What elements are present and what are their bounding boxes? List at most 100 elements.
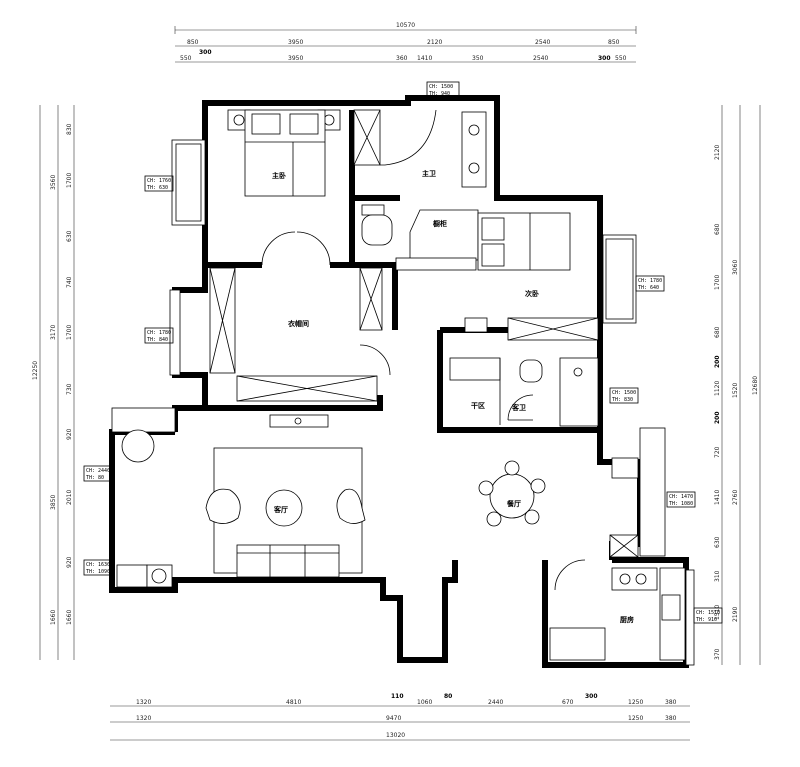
bottom-dim-2: 4810 (286, 699, 301, 706)
left-dim2-2: 1700 (66, 173, 73, 188)
right-dim-12: 1510 (714, 605, 721, 620)
right-dim2-4: 2190 (732, 607, 739, 622)
top-dim-2: 3950 (288, 39, 303, 46)
right-dim-13: 370 (714, 648, 721, 660)
top-dim2-3: 360 (396, 55, 408, 62)
window-tag-second-ch: CH: 1780 (638, 278, 662, 284)
window-tag-kitchen-th: TH: 910 (696, 617, 717, 623)
left-dim-b: 3170 (50, 325, 57, 340)
right-dim2-1: 3060 (732, 260, 739, 275)
window-tag-living2-th: TH: 1090 (86, 569, 110, 575)
room-labels: 主卧 主卫 橱柜 次卧 衣帽间 干区 客卫 客厅 餐厅 厨房 (272, 169, 634, 624)
window-tag-guestbath-th: TH: 830 (612, 397, 633, 403)
walk-in-closet (209, 267, 391, 402)
bottom-dim-9: 1250 (628, 699, 643, 706)
right-dimensions: 2120 680 1700 680 200 1120 200 720 1410 … (714, 105, 761, 665)
window-tag-living-ch: CH: 2440 (86, 468, 110, 474)
left-dim2-4: 740 (66, 276, 73, 288)
top-dimensions: 10570 850 3950 2120 2540 850 300 550 395… (174, 22, 637, 63)
dining-room (478, 457, 639, 558)
bottom-dim-6: 2440 (488, 699, 503, 706)
right-dim-1: 2120 (714, 145, 721, 160)
window-tag-top-ch: CH: 1500 (429, 84, 453, 90)
bottom-total: 13020 (386, 732, 405, 739)
left-dim2-1: 830 (66, 123, 73, 135)
top-dim2-4: 1410 (417, 55, 432, 62)
master-bath (353, 109, 487, 261)
label-living-room: 客厅 (273, 505, 288, 514)
bottom-dim-7: 670 (562, 699, 574, 706)
guest-bath (449, 357, 599, 427)
right-total: 12680 (752, 376, 759, 395)
right-dim-3: 1700 (714, 275, 721, 290)
left-dim2-5: 1700 (66, 325, 73, 340)
top-dim2-1: 550 (180, 55, 192, 62)
right-dim2-3: 2760 (732, 490, 739, 505)
window-tag-dining-th: TH: 1080 (669, 501, 693, 507)
label-closet-cabinet: 橱柜 (433, 219, 447, 228)
left-dim-a: 3560 (50, 175, 57, 190)
left-dim2-10: 1660 (66, 610, 73, 625)
label-master-bedroom: 主卧 (272, 171, 286, 180)
top-dim2-6: 2540 (533, 55, 548, 62)
window-tag-dining-ch: CH: 1470 (669, 494, 693, 500)
top-dim2-8: 550 (615, 55, 627, 62)
window-tag-master-th: TH: 630 (147, 185, 168, 191)
window-tag-closet-ch: CH: 1780 (147, 330, 171, 336)
left-dim2-9: 920 (66, 556, 73, 568)
top-dim-5: 850 (608, 39, 620, 46)
bottom-dim2-2: 9470 (386, 715, 401, 722)
window-tag-second-th: TH: 640 (638, 285, 659, 291)
label-walk-in-closet: 衣帽间 (288, 319, 309, 328)
left-dim-c: 3850 (50, 495, 57, 510)
top-dim-1: 850 (187, 39, 199, 46)
bottom-dim-4: 1060 (417, 699, 432, 706)
bottom-dim2-3: 1250 (628, 715, 643, 722)
bottom-dimensions: 1320 4810 110 1060 80 2440 670 300 1250 … (110, 693, 690, 741)
window-tag-living2-ch: CH: 1630 (86, 562, 110, 568)
left-dim2-3: 630 (66, 230, 73, 242)
bottom-dim-8: 300 (585, 693, 598, 700)
bottom-dim-1: 1320 (136, 699, 151, 706)
label-dry-area: 干区 (471, 402, 485, 410)
right-dim-9: 1410 (714, 490, 721, 505)
kitchen (549, 559, 686, 661)
window-tag-kitchen-ch: CH: 1510 (696, 610, 720, 616)
second-bedroom (395, 212, 599, 341)
bottom-dim-3: 110 (391, 693, 404, 700)
left-dim-d: 1660 (50, 610, 57, 625)
top-total: 10570 (396, 22, 415, 29)
window-tag-master-ch: CH: 1760 (147, 178, 171, 184)
label-kitchen: 厨房 (620, 615, 634, 624)
right-dim-5: 200 (714, 355, 721, 368)
left-dim2-8: 2010 (66, 490, 73, 505)
master-bedroom (227, 109, 341, 266)
top-dim2-2: 3950 (288, 55, 303, 62)
label-guest-bath: 客卫 (511, 403, 526, 412)
top-dim-3: 2120 (427, 39, 442, 46)
left-total: 12250 (32, 361, 39, 380)
window-bays (111, 139, 695, 666)
top-dim2-7: 300 (598, 55, 611, 62)
top-dim-4: 2540 (535, 39, 550, 46)
window-tag-living-th: TH: 80 (86, 475, 104, 481)
label-master-bath: 主卫 (422, 169, 436, 178)
bottom-dim2-1: 1320 (136, 715, 151, 722)
top-dim2-5: 350 (472, 55, 484, 62)
bottom-dim-10: 380 (665, 699, 677, 706)
living-room (116, 414, 366, 588)
window-tag-closet-th: TH: 840 (147, 337, 168, 343)
right-dim2-2: 1520 (732, 383, 739, 398)
window-tag-guestbath-ch: CH: 1500 (612, 390, 636, 396)
top-dim-300: 300 (199, 49, 212, 56)
bottom-dim-5: 80 (444, 693, 452, 700)
window-tag-top-th: TH: 940 (429, 91, 450, 97)
label-second-bedroom: 次卧 (525, 289, 539, 298)
window-tags: CH: 1500 TH: 940 CH: 1760 TH: 630 CH: 17… (83, 81, 723, 624)
right-dim-8: 720 (714, 446, 721, 458)
right-dim-6: 1120 (714, 381, 721, 396)
right-dim-10: 630 (714, 536, 721, 548)
right-dim-2: 680 (714, 223, 721, 235)
label-dining-room: 餐厅 (506, 499, 521, 508)
